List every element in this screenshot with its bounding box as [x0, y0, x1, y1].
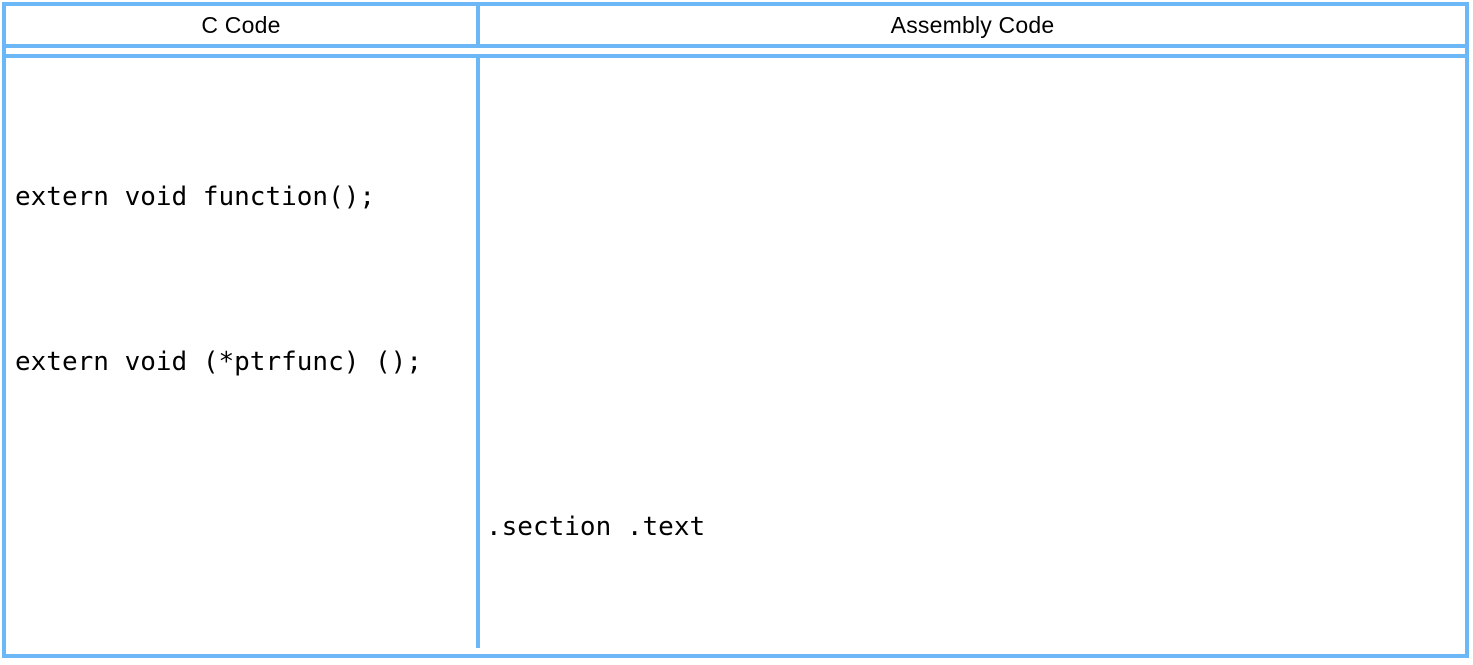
column-header-c-code: C Code: [6, 6, 480, 44]
cell-assembly-code: .section .text lis r11,ptrfunc@ha lis r9…: [480, 58, 1465, 648]
table-body-row: extern void function(); extern void (*pt…: [6, 58, 1465, 648]
code-line: [15, 500, 476, 555]
assembly-code-listing: .section .text lis r11,ptrfunc@ha lis r9…: [480, 58, 1465, 648]
code-line: [486, 335, 1465, 390]
header-separator-line-top: [6, 44, 1465, 48]
cell-c-code: extern void function(); extern void (*pt…: [6, 58, 480, 648]
table-header-row: C Code Assembly Code: [6, 6, 1465, 44]
code-line: [486, 170, 1465, 225]
header-separator-line-bottom: [6, 54, 1465, 58]
code-line: extern void function();: [15, 182, 376, 212]
code-line: extern void (*ptrfunc) ();: [15, 347, 422, 377]
header-separator: [6, 44, 1465, 58]
c-code-listing: extern void function(); extern void (*pt…: [6, 58, 476, 648]
code-line: .section .text: [486, 512, 706, 542]
column-header-assembly-code: Assembly Code: [890, 11, 1055, 38]
